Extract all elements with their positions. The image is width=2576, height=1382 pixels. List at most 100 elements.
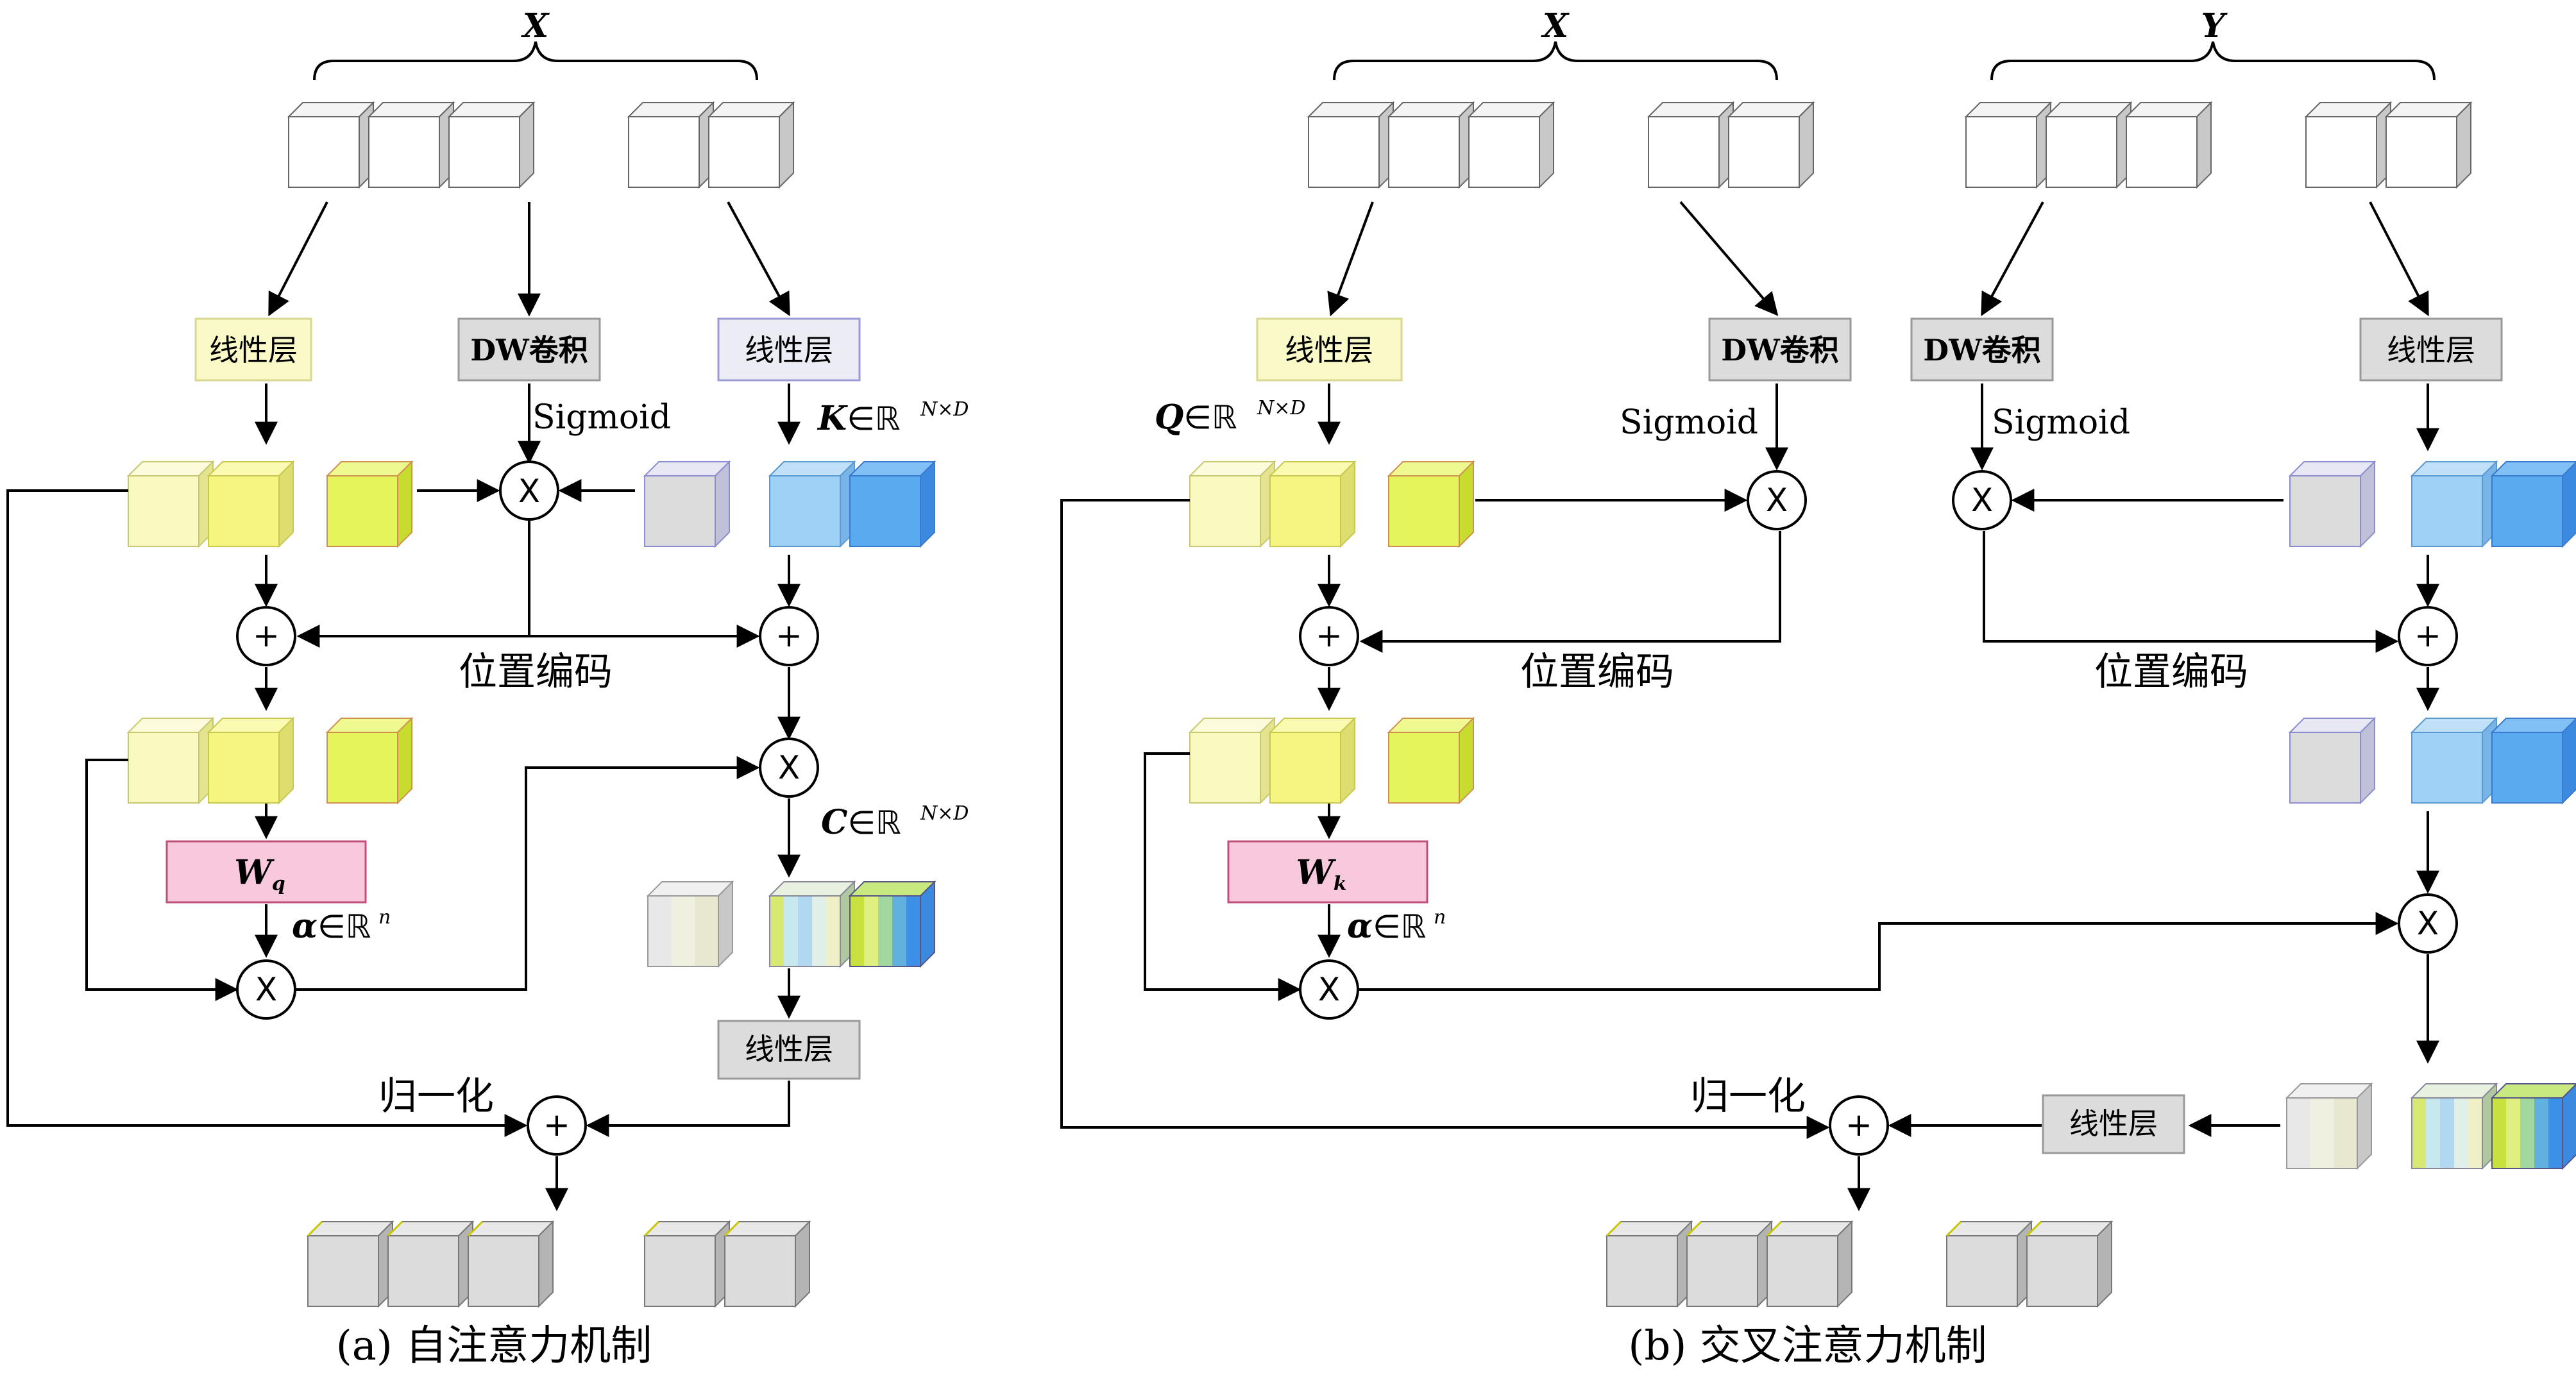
add-node-k (759, 606, 819, 666)
add-node-out-a (527, 1095, 587, 1156)
norm-label-b: 归一化 (1690, 1074, 1806, 1119)
feature-cube (367, 101, 455, 189)
feature-cube (1268, 716, 1357, 805)
feature-cube (1765, 1220, 1854, 1308)
mul-node-1b (1747, 470, 1807, 530)
add-node-k-label: + (775, 617, 802, 654)
linear-layer-q-b (1256, 317, 1403, 382)
input-label-x-b: X (1541, 6, 1570, 46)
k-label: K∈ℝ (817, 399, 900, 438)
dwconv-y-label: DW卷积 (1923, 333, 2041, 367)
q-feature-cubes-b (1188, 460, 2576, 548)
dwconv-box-x (1708, 317, 1852, 382)
linear-layer-q (194, 317, 312, 382)
feature-cube (1685, 1220, 1774, 1308)
feature-cube (2025, 1220, 2114, 1308)
feature-cube (848, 880, 936, 968)
add-node-k-b (2398, 606, 2458, 666)
mul-node-3b-label: X (1318, 971, 1340, 1008)
feature-cube (2304, 101, 2393, 189)
feature-cube (466, 1220, 555, 1308)
input-cubes-x (1307, 101, 1815, 189)
linear-layer-q-label: 线性层 (209, 333, 298, 367)
mul-node-4b (2398, 893, 2458, 954)
input-cubes-y (1964, 101, 2473, 189)
dwconv-box (457, 317, 601, 382)
feature-cube (1647, 101, 1735, 189)
wq-label: Wq (234, 853, 285, 895)
feature-cube (126, 460, 215, 548)
caption-a: (a) 自注意力机制 (336, 1322, 652, 1370)
q-label: Q∈ℝ (1155, 398, 1237, 437)
feature-cube (1387, 101, 1475, 189)
mul-node-3a-label: X (255, 971, 277, 1008)
feature-cube (643, 460, 731, 548)
panel-a: X 线性层 DW卷积 线性层 Sigmoid K∈ℝ N×D X (6, 6, 969, 1370)
dwconv-label: DW卷积 (470, 333, 588, 367)
linear-layer-out-a (717, 1020, 861, 1080)
feature-cube (1467, 101, 1555, 189)
pos-enc-label-a: 位置编码 (459, 650, 613, 695)
feature-cube (1387, 716, 1475, 805)
feature-cube (768, 880, 856, 968)
feature-cube (1188, 716, 1276, 805)
linear-layer-out-a-label: 线性层 (745, 1032, 833, 1066)
norm-label-a: 归一化 (378, 1074, 494, 1119)
c-dims: N×D (920, 802, 969, 825)
feature-cube (1964, 101, 2053, 189)
alpha-label-a: α∈ℝ (292, 907, 371, 946)
feature-cube (643, 1220, 731, 1308)
feature-cube (2124, 101, 2213, 189)
feature-cube (2490, 461, 2576, 548)
linear-layer-k (717, 317, 861, 382)
mul-node-1a (499, 460, 559, 521)
attn-output-cubes-a (646, 880, 936, 968)
feature-cube (1188, 460, 1276, 548)
add-node-out-b (1829, 1095, 1889, 1156)
input-brace-y (1990, 41, 2436, 81)
q-pos-cubes-b (1188, 716, 2576, 805)
feature-cube (1387, 460, 1475, 548)
feature-cube (2490, 1083, 2576, 1170)
mul-node-1b-label: X (1766, 482, 1788, 519)
feature-cube (2490, 718, 2576, 805)
feature-cube (207, 716, 295, 805)
add-node-q (236, 606, 296, 666)
q-feature-cubes (126, 460, 936, 548)
input-brace-a (313, 41, 758, 81)
sigmoid-label-b2: Sigmoid (1992, 403, 2130, 442)
pos-enc-label-b2: 位置编码 (2094, 650, 2248, 695)
input-brace-x (1333, 41, 1778, 81)
q-dims: N×D (1257, 397, 1305, 419)
linear-layer-out-b (2042, 1094, 2185, 1154)
feature-cube (325, 460, 414, 548)
dwconv-box-y (1910, 317, 2054, 382)
sigmoid-label-b1: Sigmoid (1620, 403, 1758, 442)
feature-cube (1945, 1220, 2033, 1308)
feature-cube (1268, 460, 1357, 548)
feature-cube (2288, 460, 2377, 548)
alpha-label-b: α∈ℝ (1347, 907, 1426, 946)
add-node-out-b-label: + (1845, 1106, 1872, 1143)
feature-cube (447, 101, 536, 189)
linear-layer-q-b-label: 线性层 (1285, 333, 1373, 367)
input-label-y: Y (2201, 6, 2228, 46)
panel-b: X Y 线性层 DW卷积 DW卷积 线性层 Q∈ℝ N×D Sigmoid Si… (1060, 6, 2576, 1370)
c-label: C∈ℝ (821, 803, 901, 842)
feature-cube (2288, 716, 2377, 805)
caption-b: (b) 交叉注意力机制 (1628, 1322, 1987, 1370)
linear-layer-k-b (2359, 317, 2503, 382)
add-node-k-b-label: + (2414, 617, 2441, 654)
wk-box (1227, 840, 1428, 904)
wq-box (165, 840, 367, 904)
feature-cube (287, 101, 375, 189)
add-node-q-b-label: + (1316, 617, 1343, 654)
sigmoid-label-a: Sigmoid (532, 398, 671, 437)
mul-node-4b-label: X (2417, 905, 2439, 942)
input-label-x: X (521, 6, 550, 46)
alpha-dims-a: n (378, 906, 391, 929)
linear-layer-k-b-label: 线性层 (2387, 333, 2475, 367)
mul-node-2b (1952, 470, 2012, 530)
feature-cube (627, 101, 715, 189)
